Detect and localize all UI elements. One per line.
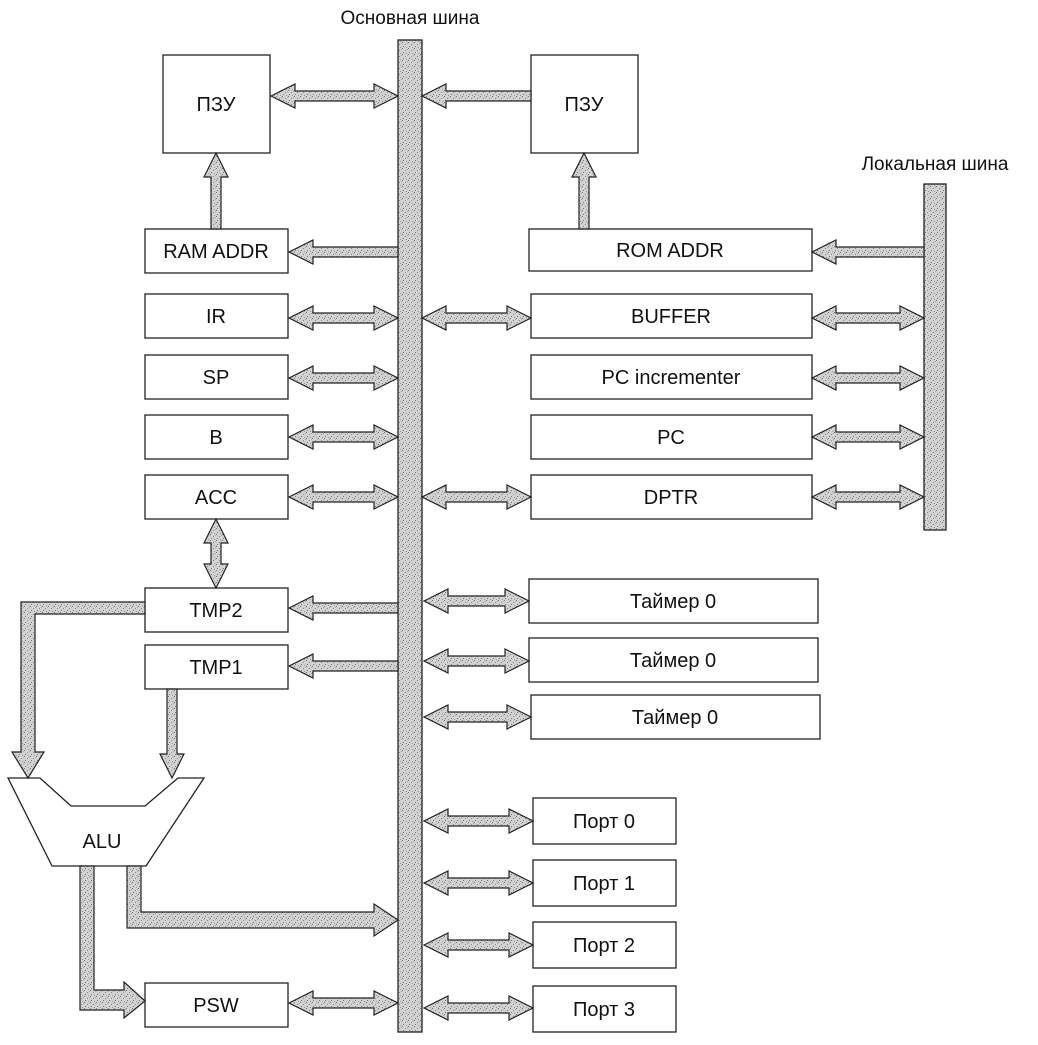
arrow-bus-timer-1 xyxy=(422,588,531,614)
arrow-localbus-romaddr xyxy=(810,239,925,265)
arrow-acc-bus xyxy=(287,484,400,510)
pc-incrementer-label: PC incrementer xyxy=(602,367,741,389)
connection-arrows xyxy=(10,83,926,1021)
arrow-bus-timer-2 xyxy=(422,648,531,674)
arrow-bus-buffer xyxy=(420,305,533,331)
ir-block xyxy=(144,293,289,339)
psw-block xyxy=(144,982,289,1028)
arrow-bus-port-1 xyxy=(422,870,535,896)
sp-block xyxy=(144,354,289,400)
arrow-buffer-localbus xyxy=(810,305,926,331)
arrow-alu-psw xyxy=(79,865,146,1020)
b-register-label: B xyxy=(209,427,222,449)
arrow-dptr-localbus xyxy=(810,484,926,510)
arrow-bus-tmp2 xyxy=(287,595,399,621)
main-bus xyxy=(397,39,423,1033)
rom-addr-block xyxy=(528,228,813,272)
arrow-tmp1-alu xyxy=(159,688,185,780)
arrow-rom-left-bus xyxy=(269,83,400,109)
arrow-bus-rom-right xyxy=(420,83,532,109)
dptr-label: DPTR xyxy=(644,487,698,509)
tmp1-label: TMP1 xyxy=(189,657,242,679)
arrow-ir-bus xyxy=(287,305,400,331)
sp-label: SP xyxy=(203,367,230,389)
port-2-label: Порт 2 xyxy=(573,935,635,957)
arrow-bus-ramaddr xyxy=(287,239,399,265)
arrow-acc-tmp2 xyxy=(203,517,229,590)
ir-label: IR xyxy=(206,306,226,328)
timer-label-2: Таймер 0 xyxy=(630,650,716,672)
port-0-label: Порт 0 xyxy=(573,811,635,833)
timer-block-3 xyxy=(530,694,821,740)
arrow-bus-tmp1 xyxy=(287,653,399,679)
arrow-bus-dptr xyxy=(420,484,533,510)
port-1-block xyxy=(532,859,677,907)
alu-label: ALU xyxy=(83,831,122,853)
arrow-sp-bus xyxy=(287,365,400,391)
tmp2-block xyxy=(144,587,289,633)
arrow-bus-timer-3 xyxy=(422,704,533,730)
port-3-label: Порт 3 xyxy=(573,999,635,1021)
port-2-block xyxy=(532,921,677,969)
timer-block-2 xyxy=(528,637,819,683)
timer-block-1 xyxy=(528,578,819,624)
local-bus xyxy=(923,183,947,531)
pc-block xyxy=(530,414,813,460)
dptr-block xyxy=(530,474,813,520)
rom-left-block xyxy=(162,54,271,154)
ram-addr-block xyxy=(144,228,289,274)
arrow-bus-port-0 xyxy=(422,808,535,834)
tmp1-block xyxy=(144,644,289,690)
arrow-alu-bus xyxy=(126,865,400,938)
arrow-bus-port-3 xyxy=(422,995,535,1021)
local-bus-label: Локальная шина xyxy=(862,154,1009,175)
arrow-pc-localbus xyxy=(810,424,926,450)
rom-addr-label: ROM ADDR xyxy=(616,240,724,262)
ram-addr-label: RAM ADDR xyxy=(163,241,269,263)
tmp2-label: TMP2 xyxy=(189,600,242,622)
buffer-block xyxy=(530,293,813,339)
arrow-ramaddr-rom xyxy=(203,151,229,230)
arrow-pcinc-localbus xyxy=(810,365,926,391)
arrow-romaddr-rom xyxy=(571,151,597,230)
arrow-bus-port-2 xyxy=(422,932,535,958)
port-0-block xyxy=(532,797,677,845)
rom-left-label: ПЗУ xyxy=(197,94,236,116)
buffer-label: BUFFER xyxy=(631,306,711,328)
arrow-tmp2-alu xyxy=(10,601,146,780)
pc-label: PC xyxy=(657,427,685,449)
acc-block xyxy=(144,474,289,520)
rom-right-label: ПЗУ xyxy=(565,94,604,116)
main-bus-label: Основная шина xyxy=(341,8,480,29)
arrow-b-bus xyxy=(287,424,400,450)
psw-label: PSW xyxy=(193,995,239,1017)
port-1-label: Порт 1 xyxy=(573,873,635,895)
timer-label-1: Таймер 0 xyxy=(630,591,716,613)
acc-label: ACC xyxy=(195,487,237,509)
pc-incrementer-block xyxy=(530,354,813,400)
arrow-psw-bus xyxy=(287,990,400,1016)
port-3-block xyxy=(532,985,677,1033)
timer-label-3: Таймер 0 xyxy=(632,707,718,729)
b-register-block xyxy=(144,414,289,460)
